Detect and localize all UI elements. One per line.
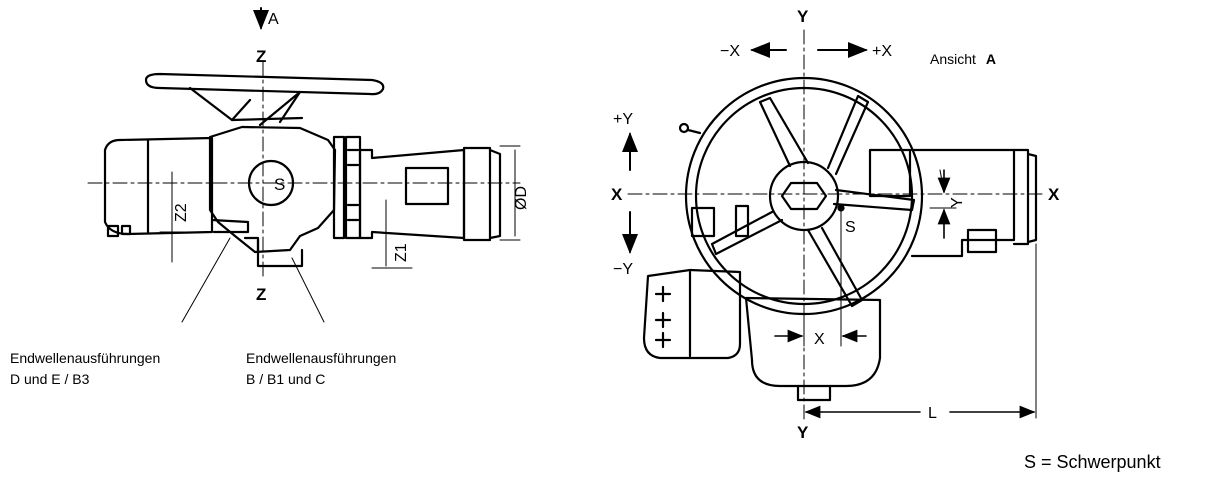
label-minus-y: −Y bbox=[613, 261, 633, 278]
label-plus-y: +Y bbox=[613, 111, 633, 128]
main-housing bbox=[208, 125, 337, 254]
label-dim-z1: Z1 bbox=[393, 243, 410, 262]
hex-shaft bbox=[780, 181, 828, 211]
center-s-circle bbox=[247, 159, 295, 207]
view-title-letter: A bbox=[986, 51, 996, 67]
left-view bbox=[87, 7, 521, 323]
label-z-bottom: Z bbox=[256, 285, 266, 304]
handwheel-hub bbox=[768, 160, 840, 232]
caption-left: Endwellenausführungen D und E / B3 bbox=[10, 348, 160, 390]
label-dim-diameter: ØD bbox=[513, 186, 530, 210]
label-x-left: X bbox=[611, 185, 623, 204]
handwheel-rim bbox=[144, 72, 385, 96]
label-x-right: X bbox=[1048, 185, 1060, 204]
right-view bbox=[622, 29, 1045, 421]
motor-body bbox=[103, 136, 214, 236]
caption-right-line1: Endwellenausführungen bbox=[246, 350, 397, 366]
handwheel-spokes bbox=[188, 86, 302, 127]
label-plus-x: +X bbox=[872, 43, 892, 60]
label-y-bottom: Y bbox=[797, 423, 809, 442]
motor-housing-front bbox=[642, 268, 742, 360]
view-title-word: Ansicht bbox=[930, 51, 976, 67]
label-z-top: Z bbox=[256, 47, 266, 66]
label-minus-x: −X bbox=[720, 43, 740, 60]
caption-right: Endwellenausführungen B / B1 und C bbox=[246, 348, 396, 390]
label-dim-z2: Z2 bbox=[173, 203, 190, 222]
label-y-top: Y bbox=[797, 7, 809, 26]
label-dim-y: Y bbox=[949, 197, 966, 208]
caption-left-line1: Endwellenausführungen bbox=[10, 350, 161, 366]
label-view-arrow-a: A bbox=[268, 11, 279, 28]
view-title: Ansicht A bbox=[930, 51, 996, 67]
handwheel-outer bbox=[684, 76, 924, 316]
handwheel-inner bbox=[694, 86, 914, 306]
label-s-left: S bbox=[274, 175, 285, 194]
label-dim-x: X bbox=[814, 331, 825, 348]
label-s-right: S bbox=[845, 219, 856, 236]
caption-right-line2: B / B1 und C bbox=[246, 371, 326, 387]
legend-schwerpunkt: S = Schwerpunkt bbox=[1024, 452, 1161, 472]
caption-left-line2: D und E / B3 bbox=[10, 371, 90, 387]
label-dim-l: L bbox=[928, 405, 937, 422]
